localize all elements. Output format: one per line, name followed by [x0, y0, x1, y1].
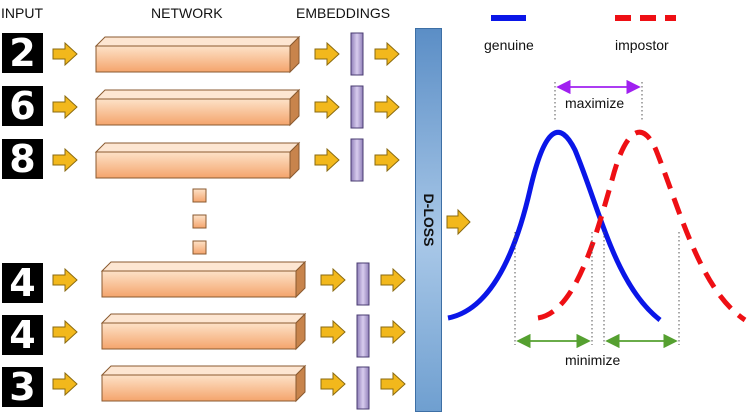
- input-digit-label: 3: [9, 365, 35, 409]
- ellipsis-dot: [192, 188, 207, 203]
- embedding-vector: [356, 366, 370, 410]
- network-arrow: [314, 147, 340, 173]
- network-arrow: [314, 41, 340, 67]
- minimize-label: minimize: [565, 352, 621, 368]
- network-block: [101, 374, 297, 402]
- input-digit-image: [2, 33, 43, 73]
- genuine-distribution-curve: [447, 129, 662, 322]
- network-block: [95, 98, 291, 126]
- network-block-top: [94, 36, 301, 47]
- input-digit-image: [2, 86, 43, 126]
- legend-genuine-label: genuine: [484, 37, 534, 53]
- ellipsis-dots: [192, 188, 207, 255]
- input-digit-label: 8: [9, 137, 35, 181]
- embedding-arrow: [374, 94, 400, 120]
- embedding-arrow: [380, 319, 406, 345]
- impostor-distribution-curve: [537, 129, 747, 323]
- input-header: INPUT: [1, 5, 43, 21]
- ellipsis-dot: [192, 240, 207, 255]
- input-arrow: [52, 371, 78, 397]
- network-arrow: [320, 267, 346, 293]
- input-digit-image: [2, 263, 43, 303]
- input-digit-label: 4: [9, 313, 35, 357]
- embedding-vector: [350, 85, 364, 129]
- input-arrow: [52, 94, 78, 120]
- guide-lines: [514, 82, 680, 345]
- d-loss-block: D-LOSS: [415, 28, 442, 412]
- input-digit-label: 6: [9, 84, 35, 128]
- network-header: NETWORK: [151, 5, 223, 21]
- input-arrow: [52, 319, 78, 345]
- input-arrow: [52, 41, 78, 67]
- input-digit-image: [2, 139, 43, 179]
- ellipsis-dot: [192, 214, 207, 229]
- network-block: [95, 151, 291, 179]
- input-arrow: [52, 267, 78, 293]
- input-digit-image: [2, 315, 43, 355]
- embedding-vector: [350, 32, 364, 76]
- input-arrow: [52, 147, 78, 173]
- embedding-arrow: [380, 371, 406, 397]
- network-arrow: [314, 94, 340, 120]
- network-arrow: [320, 371, 346, 397]
- input-digit-label: 4: [9, 261, 35, 305]
- embedding-vector: [356, 314, 370, 358]
- network-block-top: [100, 261, 307, 272]
- network-block-top: [100, 313, 307, 324]
- maximize-label: maximize: [565, 95, 625, 111]
- network-arrow: [320, 319, 346, 345]
- embedding-vector: [350, 138, 364, 182]
- embedding-arrow: [374, 41, 400, 67]
- network-block-top: [100, 365, 307, 376]
- network-block: [95, 45, 291, 73]
- input-digit-image: [2, 367, 43, 407]
- network-block-top: [94, 142, 301, 153]
- loss-output-arrow: [446, 208, 471, 236]
- embeddings-header: EMBEDDINGS: [296, 5, 391, 21]
- network-block-top: [94, 89, 301, 100]
- input-digit-label: 2: [9, 31, 35, 75]
- network-block: [101, 270, 297, 298]
- legend-impostor-label: impostor: [615, 37, 669, 53]
- embedding-vector: [356, 262, 370, 306]
- network-block: [101, 322, 297, 350]
- embedding-arrow: [374, 147, 400, 173]
- embedding-arrow: [380, 267, 406, 293]
